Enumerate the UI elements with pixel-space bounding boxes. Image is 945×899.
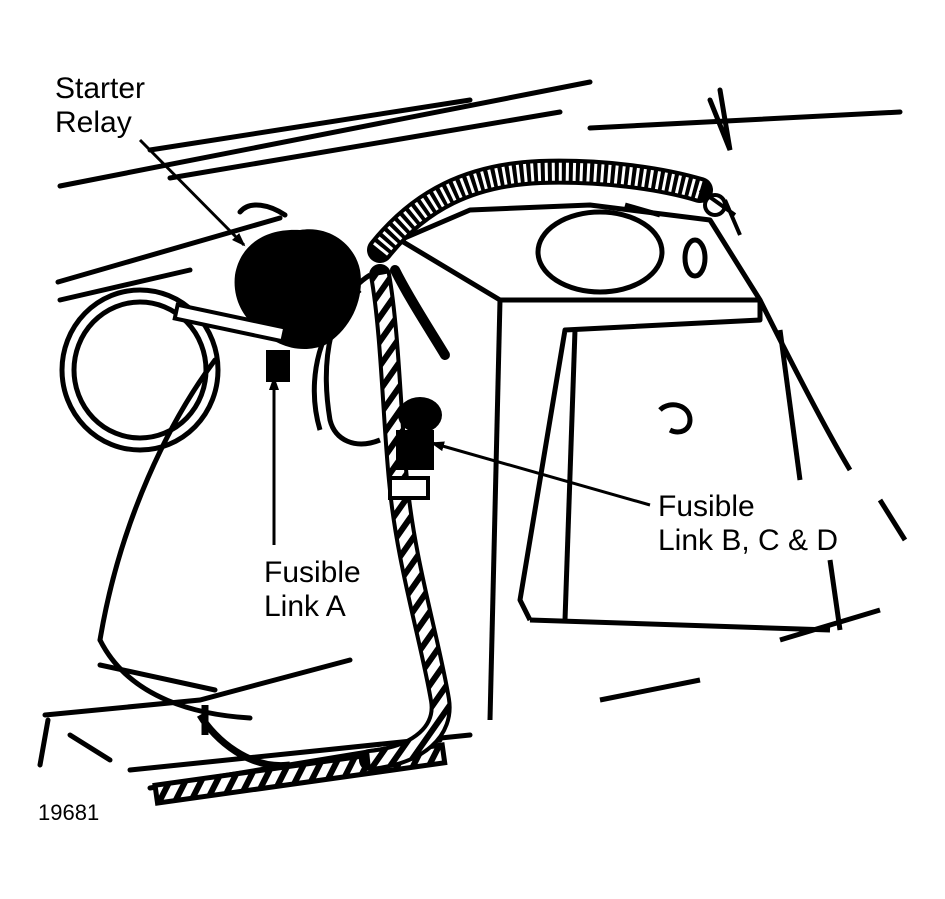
arrow-starter-relay — [138, 138, 246, 247]
fusible-link-bcd-label-line2: Link B, C & D — [658, 524, 839, 557]
starter-relay-label-line2: Relay — [55, 106, 132, 139]
fusible-link-a-connector — [266, 350, 290, 382]
arrow-fusible-link-bcd — [430, 441, 651, 507]
relay-bracket — [172, 302, 288, 344]
fusible-link-a-label-line1: Fusible — [264, 556, 361, 589]
leader-arrows — [138, 138, 651, 545]
body-panel-lines — [55, 79, 903, 303]
fusible-link-a-label: Fusible Link A — [264, 556, 361, 624]
fusible-link-bcd-label: Fusible Link B, C & D — [658, 490, 838, 558]
fusible-link-bcd-connectors — [388, 397, 442, 500]
fender-outline — [37, 357, 353, 768]
cable-terminal — [698, 188, 742, 236]
wiring-harness — [196, 158, 713, 771]
starter-relay — [234, 229, 361, 350]
starter-relay-label-line1: Starter — [55, 72, 146, 105]
fusible-link-bcd-label-line1: Fusible — [658, 490, 755, 523]
battery-tray — [398, 202, 908, 721]
fusible-link-a-label-line2: Link A — [264, 590, 346, 623]
starter-relay-label: Starter Relay — [55, 72, 145, 140]
figure-number: 19681 — [38, 800, 100, 825]
